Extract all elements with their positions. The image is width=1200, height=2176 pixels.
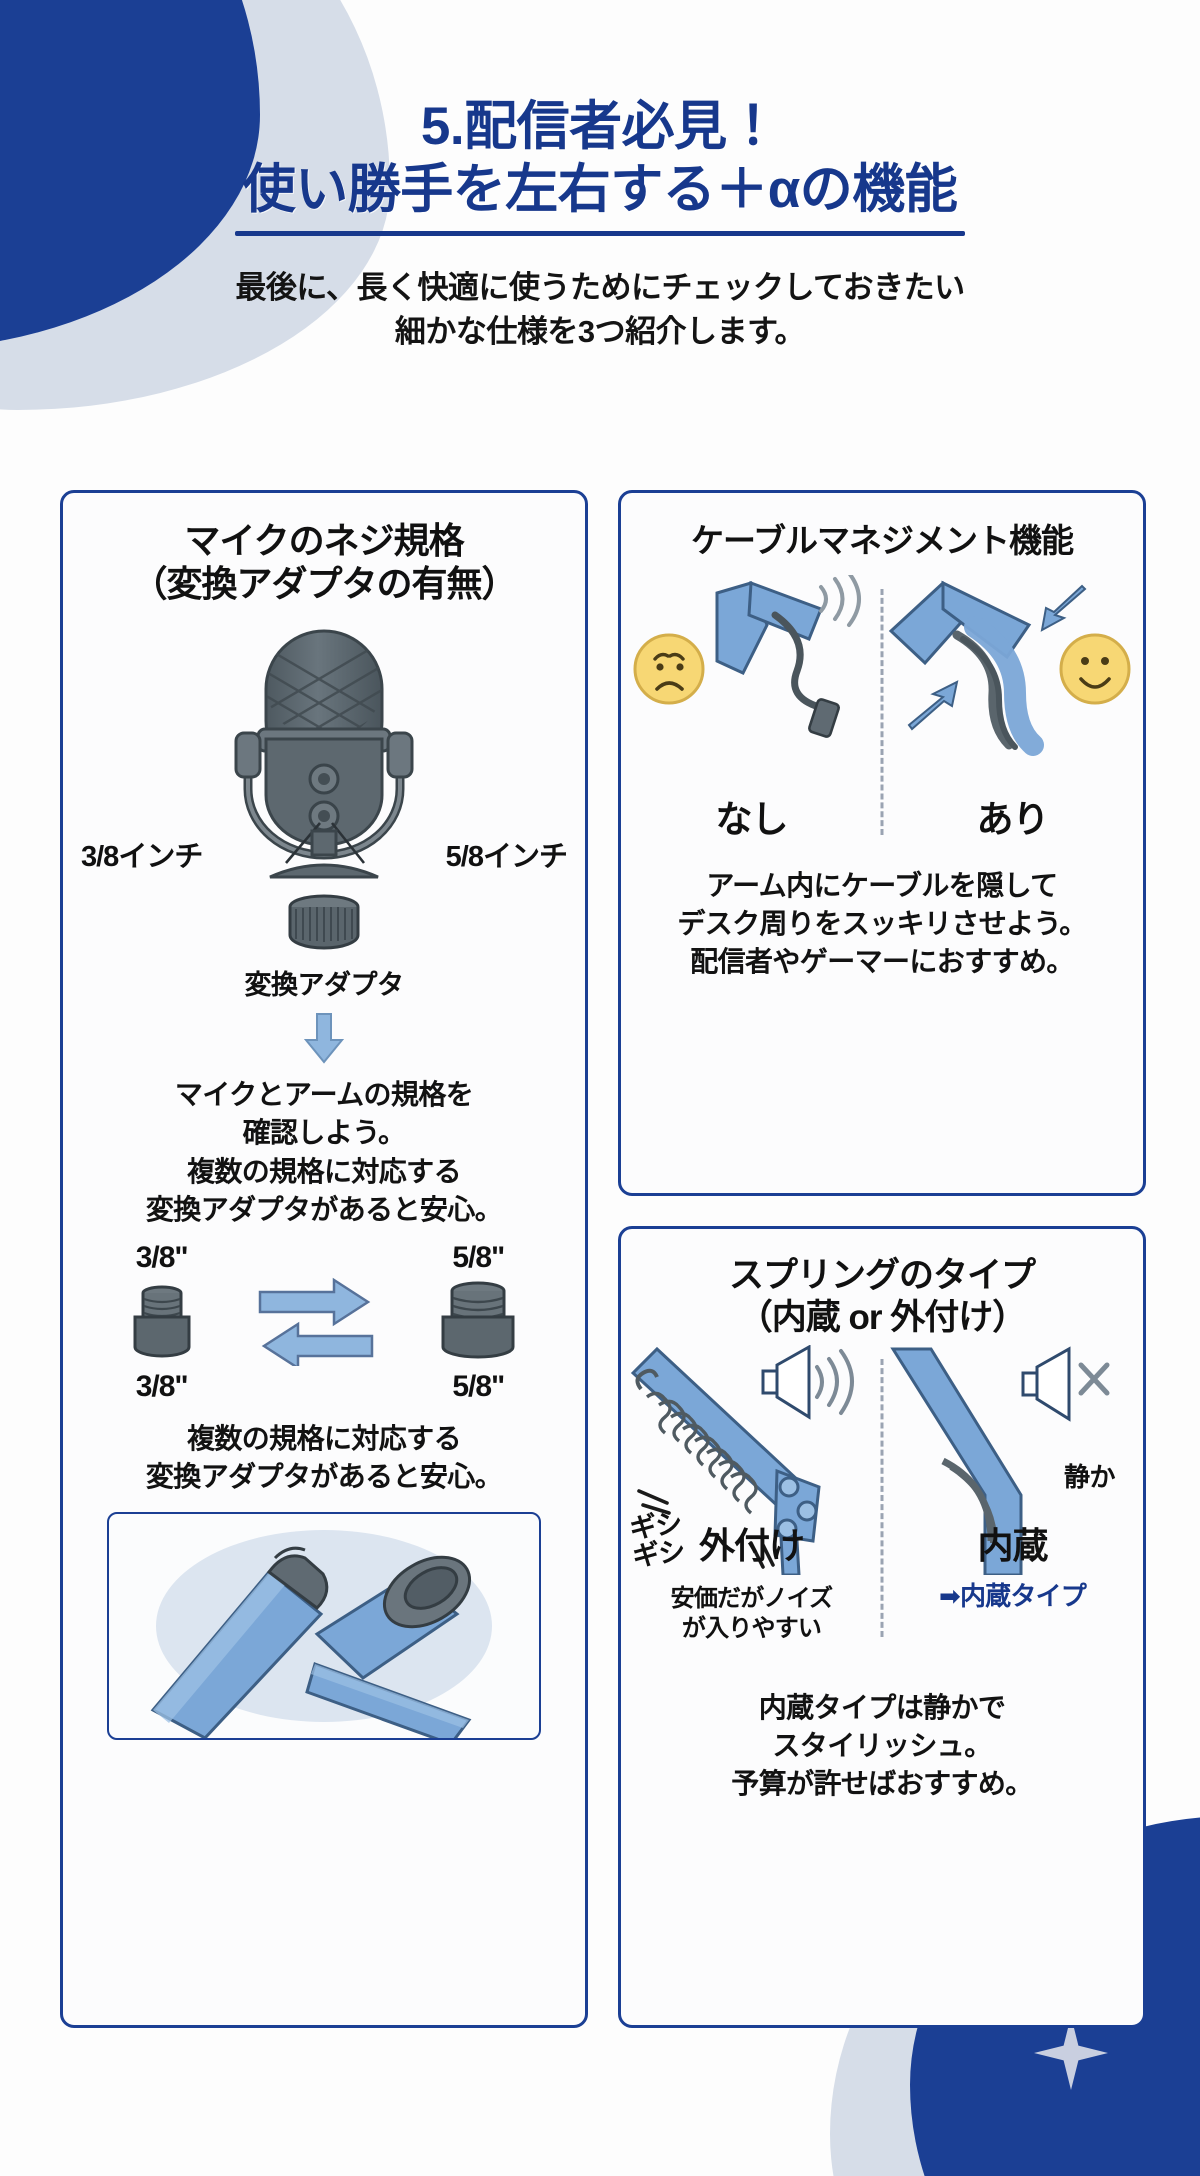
internal-spring-icon: [890, 1346, 1110, 1575]
card-screw-title-line-2: （変換アダプタの有無）: [131, 563, 517, 605]
card-spring-title: スプリングのタイプ （内蔵 or 外付け）: [621, 1255, 1143, 1339]
mic-thread-label-right: 5/8インチ: [445, 841, 568, 874]
card-screw-footer-line-2: 変換アダプタがあると安心。: [145, 1460, 503, 1492]
card-spring-body-line-1: 内蔵タイプは静かで: [758, 1692, 1006, 1723]
title-underline: [235, 231, 965, 237]
spring-internal-sub: ➡内蔵タイプ: [939, 1581, 1087, 1612]
microphone-icon: [234, 629, 414, 879]
page-header: 5.配信者必見！ 使い勝手を左右する＋αの機能 最後に、長く快適に使うためにチェ…: [0, 96, 1200, 354]
screw-small-top-label: 3/8": [135, 1240, 189, 1274]
card-screw-title-line-1: マイクのネジ規格: [184, 520, 464, 561]
screw-large: 5/8" 5/8": [431, 1241, 525, 1404]
card-cable-body: アーム内にケーブルを隠して デスク周りをスッキリさせよう。 配信者やゲーマーにお…: [621, 867, 1143, 981]
screw-large-icon: [441, 1281, 515, 1359]
spring-comparison: ギシ ギシ 外付け 安価だがノイズ が入りやすい: [621, 1345, 1143, 1645]
adapter-icon: [288, 894, 360, 950]
spring-external-sub-line-1: 安価だがノイズ: [670, 1585, 833, 1613]
speaker-loud-icon: [761, 1345, 854, 1420]
screw-small-bottom-label: 3/8": [135, 1369, 189, 1403]
card-screw-standard: マイクのネジ規格 （変換アダプタの有無）: [60, 490, 588, 2028]
happy-face-icon: [1059, 633, 1131, 705]
adapter-label: 変換アダプタ: [244, 970, 405, 1001]
arrow-down-icon: [303, 1013, 345, 1064]
card-spring-title-line-1: スプリングのタイプ: [728, 1256, 1036, 1295]
speaker-muted-icon: [1021, 1346, 1110, 1422]
page-subtitle-line-1: 最後に、長く快適に使うためにチェックしておきたい: [235, 270, 965, 306]
cable-comparison: なし: [621, 574, 1143, 843]
cable-label-without: なし: [715, 798, 789, 840]
spring-external-sub: 安価だがノイズ が入りやすい: [621, 1584, 882, 1643]
spring-external-sub-line-2: が入りやすい: [681, 1614, 822, 1642]
card-cable-body-line-2: デスク周りをスッキリさせよう。: [677, 907, 1087, 939]
page-subtitle-line-2: 細かな仕様を3つ紹介します。: [394, 314, 806, 350]
cable-comparison-divider: [880, 588, 884, 835]
card-screw-title: マイクのネジ規格 （変換アダプタの有無）: [63, 519, 585, 605]
page-title-line-1: 5.配信者必見！: [420, 97, 780, 156]
cable-without-half: なし: [621, 574, 882, 843]
card-screw-body-line-2: 確認しよう。: [242, 1117, 406, 1149]
card-spring-body: 内蔵タイプは静かで スタイリッシュ。 予算が許せばおすすめ。: [621, 1689, 1143, 1803]
cable-with-icon: [888, 580, 1131, 756]
card-grid: マイクのネジ規格 （変換アダプタの有無）: [60, 490, 1146, 2028]
screw-large-top-label: 5/8": [452, 1240, 505, 1274]
arm-tube-illustration: [150, 1529, 492, 1738]
card-cable-title: ケーブルマネジメント機能: [690, 522, 1074, 559]
swap-arrows: [252, 1274, 380, 1371]
screw-comparison: 3/8" 3/8": [63, 1241, 585, 1404]
mic-thread-label-left: 3/8インチ: [81, 841, 203, 874]
cable-label-with: あり: [976, 798, 1050, 840]
card-screw-body: マイクとアームの規格を 確認しよう。 複数の規格に対応する 変換アダプタがあると…: [63, 1076, 585, 1228]
page-title-line-2: 使い勝手を左右する＋αの機能: [242, 159, 958, 219]
spring-quiet-label: 静か: [1063, 1462, 1116, 1492]
card-screw-footer: 複数の規格に対応する 変換アダプタがあると安心。: [63, 1420, 585, 1496]
card-spring-body-line-2: スタイリッシュ。: [772, 1730, 992, 1762]
card-screw-body-line-1: マイクとアームの規格を: [174, 1079, 474, 1111]
card-screw-body-line-3: 複数の規格に対応する: [186, 1155, 462, 1187]
mic-thread-labels: 3/8インチ 5/8インチ: [63, 833, 585, 879]
bidirectional-arrow-icon: [258, 1277, 374, 1370]
screw-large-bottom-label: 5/8": [452, 1369, 505, 1403]
screw-small-icon: [133, 1285, 191, 1358]
spring-comparison-divider: [880, 1359, 884, 1637]
spring-label-internal: 内蔵: [977, 1525, 1048, 1566]
card-screw-footer-line-1: 複数の規格に対応する: [186, 1422, 462, 1454]
spring-external-half: ギシ ギシ 外付け 安価だがノイズ が入りやすい: [621, 1345, 882, 1645]
screw-small: 3/8" 3/8": [123, 1241, 201, 1404]
external-spring-icon: [630, 1345, 854, 1575]
card-spring-title-line-2: （内蔵 or 外付け）: [737, 1298, 1027, 1337]
cable-without-icon: [633, 574, 861, 738]
sad-face-icon: [633, 633, 705, 705]
arm-joint-photo: [107, 1511, 541, 1740]
card-screw-body-line-4: 変換アダプタがあると安心。: [145, 1193, 503, 1225]
card-cable-management: ケーブルマネジメント機能: [618, 490, 1146, 1196]
card-spring-body-line-3: 予算が許せばおすすめ。: [731, 1768, 1033, 1800]
page-subtitle: 最後に、長く快適に使うためにチェックしておきたい 細かな仕様を3つ紹介します。: [0, 266, 1200, 354]
spring-internal-half: 静か 内蔵 ➡内蔵タイプ: [882, 1345, 1143, 1645]
cable-with-half: あり: [882, 575, 1143, 843]
card-cable-body-line-3: 配信者やゲーマーにおすすめ。: [690, 945, 1074, 977]
card-spring-type: スプリングのタイプ （内蔵 or 外付け）: [618, 1226, 1146, 2028]
microphone-illustration: [63, 613, 585, 885]
adapter-illustration: 変換アダプタ: [63, 893, 585, 1064]
spring-label-external: 外付け: [698, 1525, 805, 1566]
card-cable-body-line-1: アーム内にケーブルを隠して: [706, 869, 1058, 901]
